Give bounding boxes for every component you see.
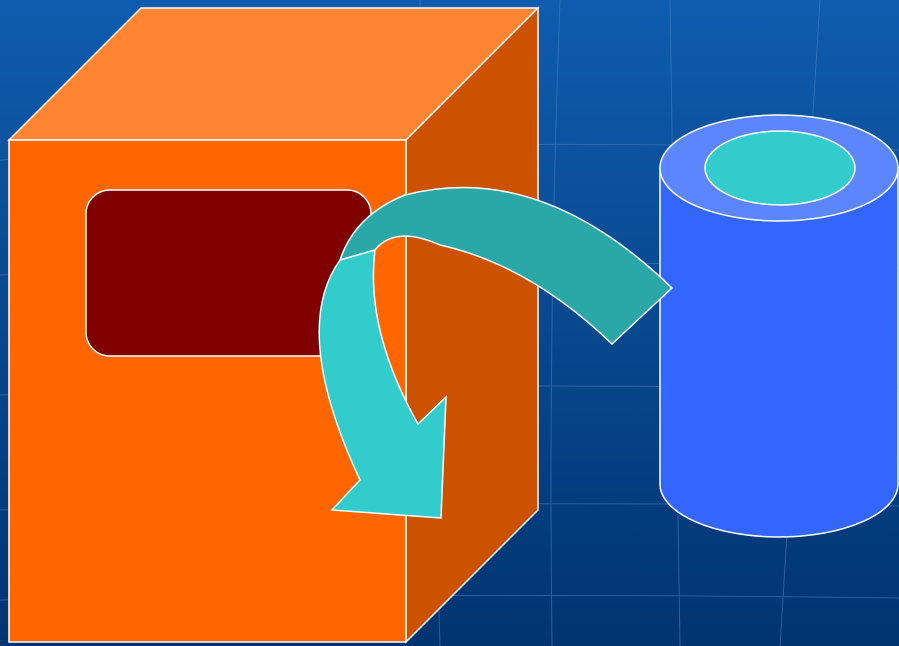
cylinder-body: [660, 168, 898, 537]
database-cylinder: [660, 115, 898, 537]
cylinder-inner-core: [705, 131, 855, 205]
box-machine: [9, 8, 538, 642]
